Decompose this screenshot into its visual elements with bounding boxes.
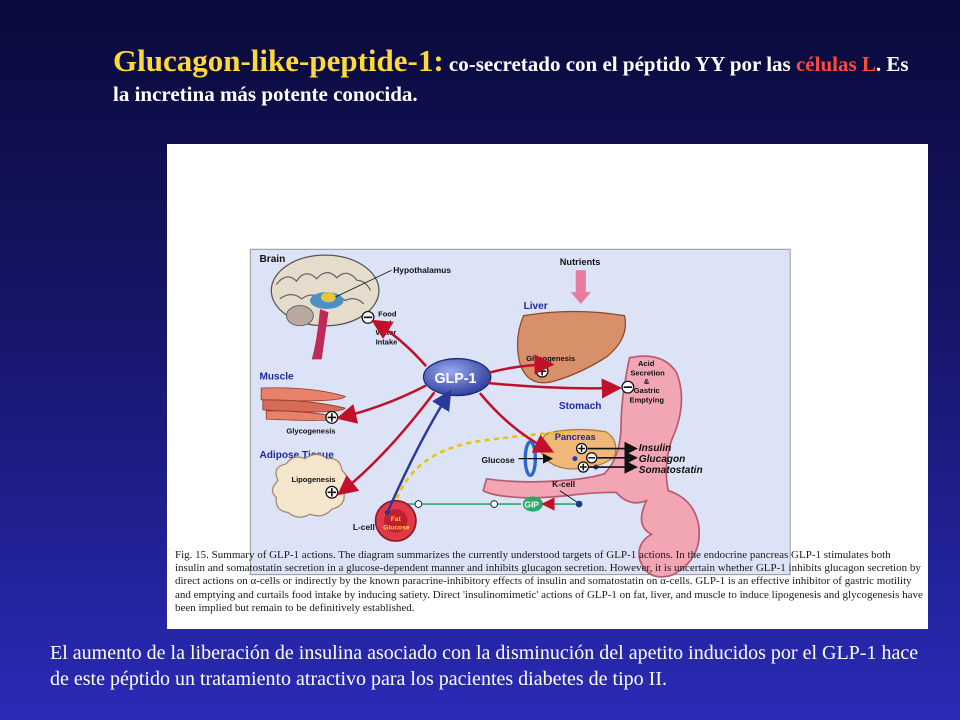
glp1-diagram: Brain Hypothalamus Food and Water Intake…: [249, 248, 791, 578]
gip-label: GIP: [524, 499, 539, 509]
title-rest: co-secretado con el péptido YY por las: [443, 52, 796, 76]
nutrients-label: Nutrients: [560, 257, 601, 267]
glp1-node: [422, 357, 492, 397]
emptying-label: Emptying: [630, 395, 665, 404]
muscle-illustration: [260, 387, 347, 421]
gastric-label: Gastric: [634, 386, 660, 395]
glucose-small-label: Glucose: [383, 524, 410, 531]
nutrients-arrow: [575, 270, 586, 293]
adipose-label: Adipose Tissue: [260, 450, 335, 461]
title-end: . Es la incretina más potente conocida.: [113, 52, 909, 106]
muscle-glycogenesis-label: Glycogenesis: [286, 426, 335, 435]
glp1-figure: Brain Hypothalamus Food and Water Intake…: [167, 144, 928, 629]
glucagon-label: Glucagon: [639, 454, 685, 465]
stomach-illustration: [482, 355, 701, 578]
food-label: Food: [378, 310, 397, 319]
intake-label: Intake: [376, 337, 398, 346]
muscle-label: Muscle: [260, 372, 295, 383]
glucose-label: Glucose: [482, 455, 515, 465]
figure-caption: Fig. 15. Summary of GLP-1 actions. The d…: [175, 549, 923, 614]
pancreas-label: Pancreas: [555, 432, 596, 442]
amp-label: &: [644, 377, 650, 386]
secretion-label: Secretion: [630, 368, 665, 377]
hypothalamus-label: Hypothalamus: [393, 265, 451, 275]
stomach-label: Stomach: [559, 401, 602, 412]
title-glp1: Glucagon-like-peptide-1:: [113, 43, 444, 78]
lcell-label: L-cell: [353, 522, 375, 532]
liver-label: Liver: [524, 301, 548, 312]
brain-illustration: [270, 254, 380, 360]
glucose-dashed-path: [392, 430, 571, 508]
slide-title: Glucagon-like-peptide-1: co-secretado co…: [113, 42, 913, 107]
insulin-label: Insulin: [639, 443, 671, 454]
adipose-illustration: [271, 453, 349, 518]
glp1-label: GLP-1: [434, 371, 476, 387]
fat-label: Fat: [391, 516, 402, 523]
bottom-text: El aumento de la liberación de insulina …: [50, 642, 919, 690]
liver-glycogenesis-label: Glycogenesis: [526, 354, 575, 363]
kcell-label: K-cell: [552, 479, 575, 489]
somatostatin-label: Somatostatin: [639, 465, 703, 476]
gip-badge: [522, 496, 543, 512]
brain-label: Brain: [260, 254, 286, 265]
lipogenesis-label: Lipogenesis: [291, 475, 335, 484]
title-cells: células L: [795, 52, 876, 76]
acid-label: Acid: [638, 359, 655, 368]
